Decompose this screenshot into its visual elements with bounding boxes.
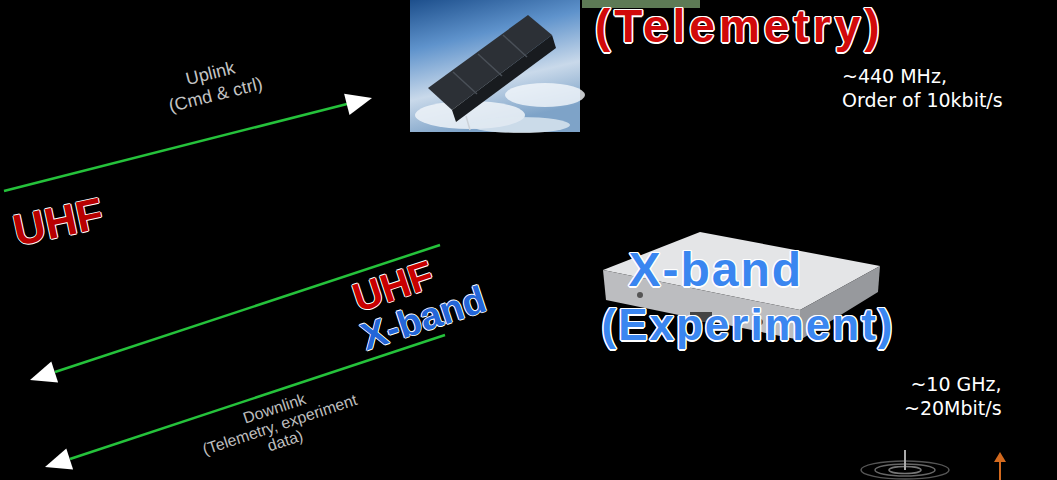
downlink-label: Downlink(Telemetry, experimentdata) <box>195 374 364 473</box>
xband-spec: ~10 GHz,~20Mbit/s <box>904 372 1002 420</box>
uhf-spec: ~440 MHz,Order of 10kbit/s <box>842 64 1003 112</box>
ground-station-icon <box>861 450 1006 480</box>
uplink-band: UHF <box>9 191 107 253</box>
uplink-label: Uplink(Cmd & ctrl) <box>161 51 265 117</box>
uhf-telemetry-heading: (Telemetry) <box>595 3 884 49</box>
xband-experiment-heading-text: (Experiment) <box>602 303 895 347</box>
uplink-band-text: UHF <box>9 191 107 253</box>
xband-experiment-heading: (Experiment) <box>602 303 895 347</box>
satellite-photo <box>410 0 585 133</box>
downlink-xband-arrow <box>45 335 445 469</box>
xband-spec-text: ~10 GHz, <box>904 372 1002 396</box>
xband-heading-text: X-band <box>629 246 804 294</box>
uhf-telemetry-heading-text: (Telemetry) <box>595 3 884 49</box>
uhf-spec-text: ~440 MHz, <box>842 64 1003 88</box>
xband-heading: X-band <box>629 246 804 294</box>
uhf-spec-text: Order of 10kbit/s <box>842 88 1003 112</box>
xband-spec-text: ~20Mbit/s <box>904 396 1002 420</box>
